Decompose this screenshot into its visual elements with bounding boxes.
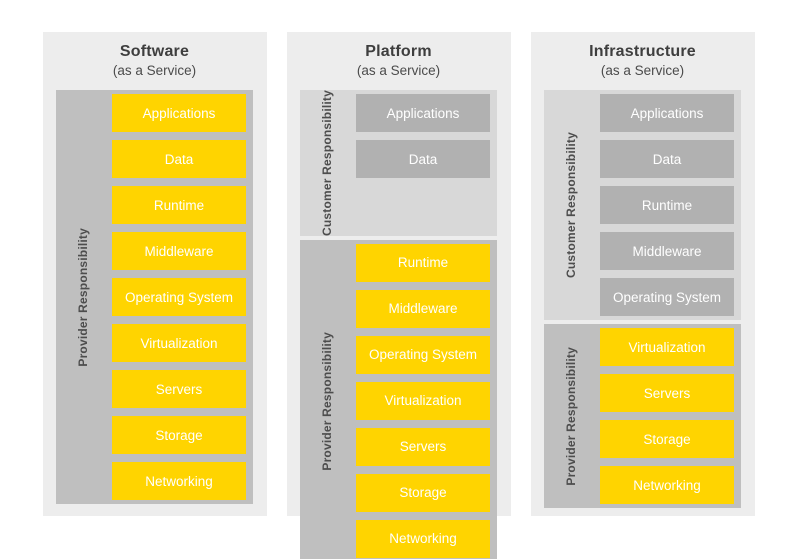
- column-platform: Platform (as a Service) Customer Responsib…: [287, 32, 511, 559]
- layer-box-operating-system: Operating System: [600, 278, 734, 316]
- layer-box-servers: Servers: [600, 374, 734, 412]
- responsibility-label: Provider Responsibility: [56, 90, 112, 504]
- layer-box-virtualization: Virtualization: [112, 324, 246, 362]
- layer-box-data: Data: [356, 140, 490, 178]
- responsibility-label: Provider Responsibility: [300, 240, 356, 559]
- column-header: Platform (as a Service): [300, 32, 497, 90]
- column-title: Platform: [365, 43, 432, 60]
- layer-box-servers: Servers: [112, 370, 246, 408]
- layer-box-runtime: Runtime: [600, 186, 734, 224]
- column-infrastructure: Infrastructure (as a Service) Customer Res…: [531, 32, 755, 516]
- column-subtitle: (as a Service): [112, 63, 197, 78]
- responsibility-label-text: Provider Responsibility: [76, 227, 91, 367]
- layer-box-virtualization: Virtualization: [356, 381, 490, 420]
- layer-box-applications: Applications: [600, 94, 734, 132]
- responsibility-label-text: Provider Responsibility: [564, 346, 579, 486]
- layer-box-servers: Servers: [356, 427, 490, 466]
- layer-box-middleware: Middleware: [356, 289, 490, 328]
- layer-box-storage: Storage: [356, 473, 490, 512]
- layer-box-operating-system: Operating System: [112, 278, 246, 316]
- column-title: Infrastructure: [589, 43, 696, 60]
- layer-box-networking: Networking: [112, 462, 246, 500]
- layer-box-storage: Storage: [600, 420, 734, 458]
- column-header: Infrastructure (as a Service): [544, 32, 741, 90]
- responsibility-label: Customer Responsibility: [544, 90, 600, 320]
- layer-box-runtime: Runtime: [112, 186, 246, 224]
- column-subtitle: (as a Service): [600, 63, 685, 78]
- column-header: Software (as a Service): [56, 32, 253, 90]
- layer-box-runtime: Runtime: [356, 243, 490, 282]
- layer-box-operating-system: Operating System: [356, 335, 490, 374]
- responsibility-label-text: Customer Responsibility: [320, 90, 335, 236]
- responsibility-label: Provider Responsibility: [544, 324, 600, 508]
- responsibility-label-text: Customer Responsibility: [564, 132, 579, 278]
- layer-box-storage: Storage: [112, 416, 246, 454]
- layer-box-networking: Networking: [356, 519, 490, 558]
- layer-box-virtualization: Virtualization: [600, 328, 734, 366]
- layer-box-middleware: Middleware: [112, 232, 246, 270]
- column-title: Software: [119, 43, 190, 60]
- layer-box-applications: Applications: [356, 94, 490, 132]
- responsibility-label-text: Provider Responsibility: [320, 331, 335, 471]
- layer-box-data: Data: [600, 140, 734, 178]
- layer-box-data: Data: [112, 140, 246, 178]
- column-software: Software (as a Service) Provider Responsib…: [43, 32, 267, 516]
- column-subtitle: (as a Service): [356, 63, 441, 78]
- responsibility-label: Customer Responsibility: [300, 90, 356, 236]
- layer-box-networking: Networking: [600, 466, 734, 504]
- layer-box-applications: Applications: [112, 94, 246, 132]
- layer-box-middleware: Middleware: [600, 232, 734, 270]
